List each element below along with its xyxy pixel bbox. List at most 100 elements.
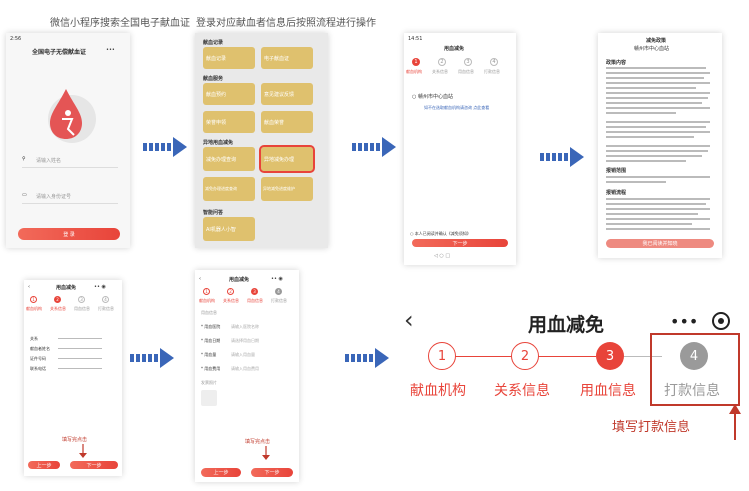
step-dot-active: 3 — [596, 342, 624, 370]
next-button[interactable]: 下一步 — [412, 239, 508, 247]
id-card-icon: ▭ — [22, 192, 27, 198]
prev-button[interactable]: 上一步 — [201, 468, 241, 477]
tile-honor-apply[interactable]: 荣誉申领 — [203, 111, 255, 133]
user-icon: ⚲ — [22, 156, 26, 162]
close-target-icon[interactable] — [712, 312, 730, 330]
tile-label: 意见建议反馈 — [264, 92, 295, 98]
step-dot: 1 — [428, 342, 456, 370]
menu-dots-icon[interactable]: •• ◉ — [271, 276, 283, 282]
tile-label: 献血预约 — [206, 92, 227, 98]
help-link[interactable]: 如不在选取献血机构请咨询 点此查看 — [424, 105, 490, 110]
step-label: 打款信息 — [664, 383, 720, 399]
section-heading: 用血信息 — [201, 310, 217, 315]
form-row-input[interactable]: 请选择用血日期 — [231, 338, 259, 343]
form-row-label: * 用血量 — [201, 352, 217, 357]
step-dot: 4 — [102, 296, 109, 303]
phone-select-org: 14:51 用血减免 1 2 3 4 献血机构 关系信息 用血信息 打款信息 ○… — [404, 33, 516, 265]
tile-label: 异地减免办理 — [264, 157, 295, 163]
next-button[interactable]: 下一步 — [70, 461, 118, 469]
next-button[interactable]: 下一步 — [251, 468, 293, 477]
form-row-input[interactable]: 请输入医院名称 — [231, 324, 259, 329]
form-row-input[interactable]: 请输入用血量 — [231, 352, 255, 357]
menu-dots-icon[interactable]: ••• — [670, 312, 699, 331]
step-dot: 3 — [464, 58, 472, 66]
tile-ai-robot[interactable]: AI机器人小智 — [203, 217, 255, 241]
form-row-label: 证件号码 — [30, 356, 46, 361]
tile-appointment[interactable]: 献血预约 — [203, 83, 255, 105]
step-label: 献血机构 — [410, 383, 466, 399]
tile-e-certificate[interactable]: 电子献血证 — [261, 47, 313, 69]
back-icon[interactable]: ‹ — [404, 306, 414, 334]
callout-text: 填写打款信息 — [612, 420, 691, 435]
page-title: 用血减免 — [56, 285, 77, 291]
highlight-box — [650, 333, 740, 406]
zoomed-step-panel: ‹ 用血减免 ••• 1 2 3 4 献血机构 关系信息 用血信息 打款信息 填… — [400, 300, 745, 485]
caption-login-flow: 登录对应献血者信息后按照流程进行操作 — [196, 18, 376, 29]
section-title: 献血记录 — [203, 40, 224, 46]
step-dot: 2 — [438, 58, 446, 66]
tile-honor[interactable]: 献血荣誉 — [261, 111, 313, 133]
arrow-up-icon — [729, 404, 741, 440]
page-title: 用血减免 — [229, 277, 250, 283]
arrow-right-icon — [345, 348, 389, 368]
page-title: 减免政策 — [646, 38, 667, 44]
step-label: 用血信息 — [74, 306, 90, 311]
form-row-input[interactable]: 请输入用血费用 — [231, 366, 259, 371]
step-label: 用血信息 — [458, 69, 474, 74]
tile-progress-query[interactable]: 减免办理进度查询 — [203, 177, 255, 201]
step-label: 献血机构 — [406, 69, 422, 74]
id-placeholder: 请输入身份证号 — [36, 194, 72, 200]
form-row-label: 献血者姓名 — [30, 346, 50, 351]
tile-remote-reduction[interactable]: 异地减免办理 — [259, 145, 315, 173]
tile-label: AI机器人小智 — [206, 227, 236, 233]
step-dot: 2 — [54, 296, 61, 303]
hint-text: 填写完点击 — [245, 439, 271, 445]
arrow-right-icon — [130, 348, 174, 368]
android-nav-bar: ◁ ○ □ — [434, 253, 451, 259]
step-dot: 3 — [78, 296, 85, 303]
tile-label: 献血记录 — [206, 56, 227, 62]
step-label: 打款信息 — [271, 298, 287, 303]
tile-label: 献血荣誉 — [264, 120, 285, 126]
step-label: 关系信息 — [50, 306, 66, 311]
form-row-label: 关系 — [30, 336, 38, 341]
tile-label: 减免办理查询 — [206, 157, 237, 163]
step-label: 关系信息 — [494, 383, 550, 399]
step-label: 献血机构 — [199, 298, 215, 303]
section-title: 献血服务 — [203, 76, 224, 82]
agree-checkbox[interactable]: ○ 本人已阅读并确认《减免须知》 — [410, 231, 471, 236]
menu-dots-icon[interactable]: ••• — [106, 47, 115, 53]
caption-search: 微信小程序搜索全国电子献血证 — [50, 18, 190, 29]
tile-progress-maintain[interactable]: 异地减免进度维护 — [261, 177, 313, 201]
tile-reduction-query[interactable]: 减免办理查询 — [203, 147, 255, 171]
tile-feedback[interactable]: 意见建议反馈 — [261, 83, 313, 105]
step-dot: 1 — [203, 288, 210, 295]
step-dot: 4 — [275, 288, 282, 295]
menu-dots-icon[interactable]: •• ◉ — [94, 284, 106, 290]
login-button[interactable]: 登 录 — [18, 228, 120, 240]
name-input[interactable]: ⚲ 请输入姓名 — [22, 155, 118, 168]
section-title: 异地用血减免 — [203, 140, 234, 146]
step-dot: 3 — [251, 288, 258, 295]
id-input[interactable]: ▭ 请输入身份证号 — [22, 191, 118, 204]
read-confirm-button[interactable]: 我已阅读并知晓 — [606, 239, 714, 248]
step-label: 关系信息 — [432, 69, 448, 74]
status-time: 14:51 — [408, 36, 423, 42]
prev-button[interactable]: 上一步 — [28, 461, 60, 469]
section-heading: 报销范围 — [606, 168, 627, 174]
back-icon[interactable]: ‹ — [199, 276, 201, 282]
arrow-right-icon — [352, 137, 396, 157]
camera-upload-icon[interactable] — [201, 390, 217, 406]
org-option[interactable]: ○ 赣州市中心血站 — [412, 94, 453, 100]
page-title: 用血减免 — [444, 46, 465, 52]
page-title: 用血减免 — [528, 314, 605, 336]
phone-services: 献血记录 献血记录 电子献血证 献血服务 献血预约 意见建议反馈 荣誉申领 献血… — [195, 33, 328, 248]
arrow-down-icon — [79, 444, 87, 458]
back-icon[interactable]: ‹ — [28, 284, 30, 290]
step-label: 用血信息 — [580, 383, 636, 399]
tile-donation-record[interactable]: 献血记录 — [203, 47, 255, 69]
section-heading: 政策内容 — [606, 60, 627, 66]
tile-label: 异地减免进度维护 — [263, 186, 295, 191]
tile-label: 荣誉申领 — [206, 120, 227, 126]
step-dot: 2 — [511, 342, 539, 370]
